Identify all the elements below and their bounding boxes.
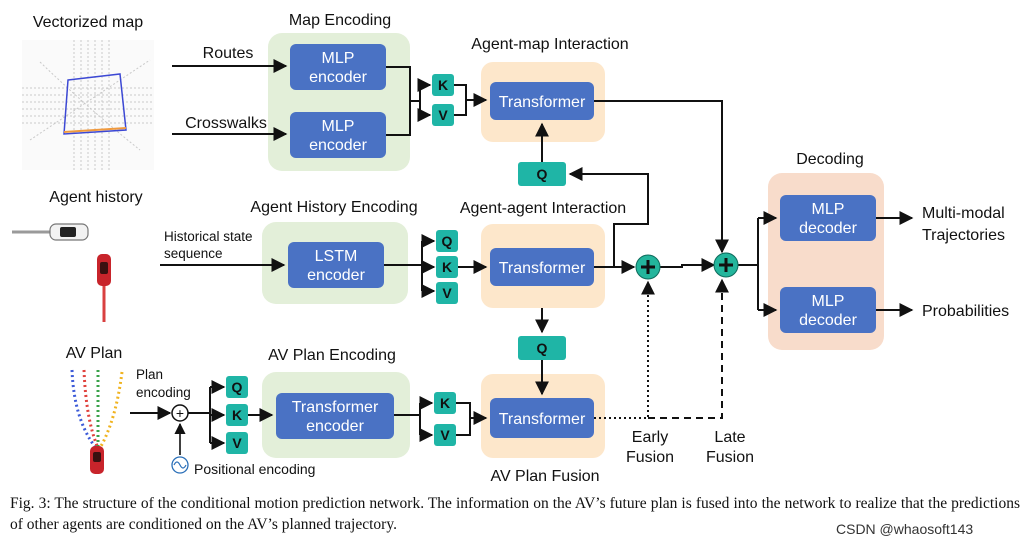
map-icon [22, 40, 154, 170]
plus-icon [713, 252, 739, 278]
mlp-encoder-text-1: MLP [322, 50, 355, 67]
svg-text:Q: Q [442, 233, 453, 249]
av-plan-fusion-title: AV Plan Fusion [490, 468, 599, 485]
kqv-box-k: K [436, 256, 458, 278]
historical-state-label: Historical state [164, 229, 253, 244]
svg-text:Q: Q [537, 340, 548, 356]
plus-icon [635, 254, 661, 280]
kqv-box-k: K [432, 74, 454, 96]
svg-text:MLP: MLP [812, 293, 845, 310]
plus-icon: + [171, 404, 189, 422]
transformer-encoder-text-1: Transformer [292, 399, 379, 416]
kqv-box-q: Q [436, 230, 458, 252]
agent-map-transformer: Transformer [490, 82, 594, 120]
crosswalks-mlp-encoder: MLP encoder [290, 112, 386, 158]
av-plan-encoding-title: AV Plan Encoding [268, 347, 396, 364]
historical-state-label-2: sequence [164, 246, 223, 261]
routes-mlp-encoder: MLP encoder [290, 44, 386, 90]
multimodal-output-label-1: Multi-modal [922, 205, 1005, 222]
agent-agent-transformer: Transformer [490, 248, 594, 286]
historical-state-line-1: Historical state [164, 229, 253, 244]
svg-text:K: K [442, 259, 452, 275]
svg-text:V: V [442, 285, 452, 301]
positional-encoding-label: Positional encoding [194, 461, 315, 477]
svg-text:K: K [440, 395, 450, 411]
svg-text:MLP: MLP [812, 201, 845, 218]
svg-text:K: K [232, 407, 242, 423]
kqv-box-q: Q [518, 162, 566, 186]
svg-text:Transformer: Transformer [499, 260, 586, 277]
car-icon [97, 254, 111, 322]
svg-text:V: V [438, 107, 448, 123]
kqv-box-q: Q [518, 336, 566, 360]
kqv-box-v: V [432, 104, 454, 126]
probability-mlp-decoder: MLP decoder [780, 287, 876, 333]
agent-history-encoding-title: Agent History Encoding [250, 199, 417, 216]
map-encoding-title: Map Encoding [289, 12, 391, 29]
agent-map-interaction-title: Agent-map Interaction [471, 36, 628, 53]
crosswalks-label: Crosswalks [185, 115, 267, 132]
svg-text:Transformer: Transformer [499, 94, 586, 111]
kqv-box-v: V [434, 424, 456, 446]
figure-caption: Fig. 3: The structure of the conditional… [10, 495, 1020, 533]
av-plan-icon [70, 369, 124, 449]
early-fusion-label-1: Early [632, 429, 668, 446]
av-plan-label: AV Plan [66, 345, 123, 362]
svg-text:+: + [176, 405, 184, 421]
svg-text:Q: Q [537, 166, 548, 182]
kqv-box-k: K [226, 404, 248, 426]
car-icon [12, 223, 89, 241]
routes-label: Routes [203, 45, 254, 62]
lstm-encoder-text-1: LSTM [315, 248, 358, 265]
fusion-connectors [594, 278, 729, 419]
svg-text:Q: Q [232, 379, 243, 395]
trajectory-mlp-decoder: MLP decoder [780, 195, 876, 241]
plan-encoding-label-2: encoding [136, 385, 191, 400]
transformer-encoder-text-2: encoder [306, 418, 364, 435]
kqv-box-q: Q [226, 376, 248, 398]
mlp-encoder-text-2: encoder [309, 69, 367, 86]
mlp-encoder-text-1: MLP [322, 118, 355, 135]
early-fusion-label-2: Fusion [626, 449, 674, 466]
svg-text:V: V [232, 435, 242, 451]
agent-agent-interaction-title: Agent-agent Interaction [460, 200, 626, 217]
lstm-encoder-text-2: encoder [307, 267, 365, 284]
watermark: CSDN @whaosoft143 [836, 521, 974, 537]
late-fusion-label-2: Fusion [706, 449, 754, 466]
probabilities-output-label: Probabilities [922, 303, 1009, 320]
mlp-encoder-text-2: encoder [309, 137, 367, 154]
svg-text:decoder: decoder [799, 312, 857, 329]
svg-text:K: K [438, 77, 448, 93]
decoding-title: Decoding [796, 151, 864, 168]
svg-text:Transformer: Transformer [499, 411, 586, 428]
plan-encoding-label-1: Plan [136, 367, 163, 382]
kqv-box-v: V [226, 432, 248, 454]
svg-text:decoder: decoder [799, 220, 857, 237]
connectors [188, 66, 914, 450]
svg-text:V: V [440, 427, 450, 443]
vectorized-map-label: Vectorized map [33, 14, 143, 31]
kqv-box-v: V [436, 282, 458, 304]
kqv-box-k: K [434, 392, 456, 414]
car-icon [90, 446, 104, 474]
av-plan-fusion-transformer: Transformer [490, 398, 594, 438]
historical-state-line-2: sequence [164, 246, 223, 261]
multimodal-output-label-2: Trajectories [922, 227, 1005, 244]
lstm-encoder: LSTM encoder [288, 242, 384, 288]
agent-history-label: Agent history [49, 189, 142, 206]
transformer-encoder: Transformer encoder [276, 393, 394, 439]
sine-icon [171, 456, 189, 474]
late-fusion-label-1: Late [714, 429, 745, 446]
